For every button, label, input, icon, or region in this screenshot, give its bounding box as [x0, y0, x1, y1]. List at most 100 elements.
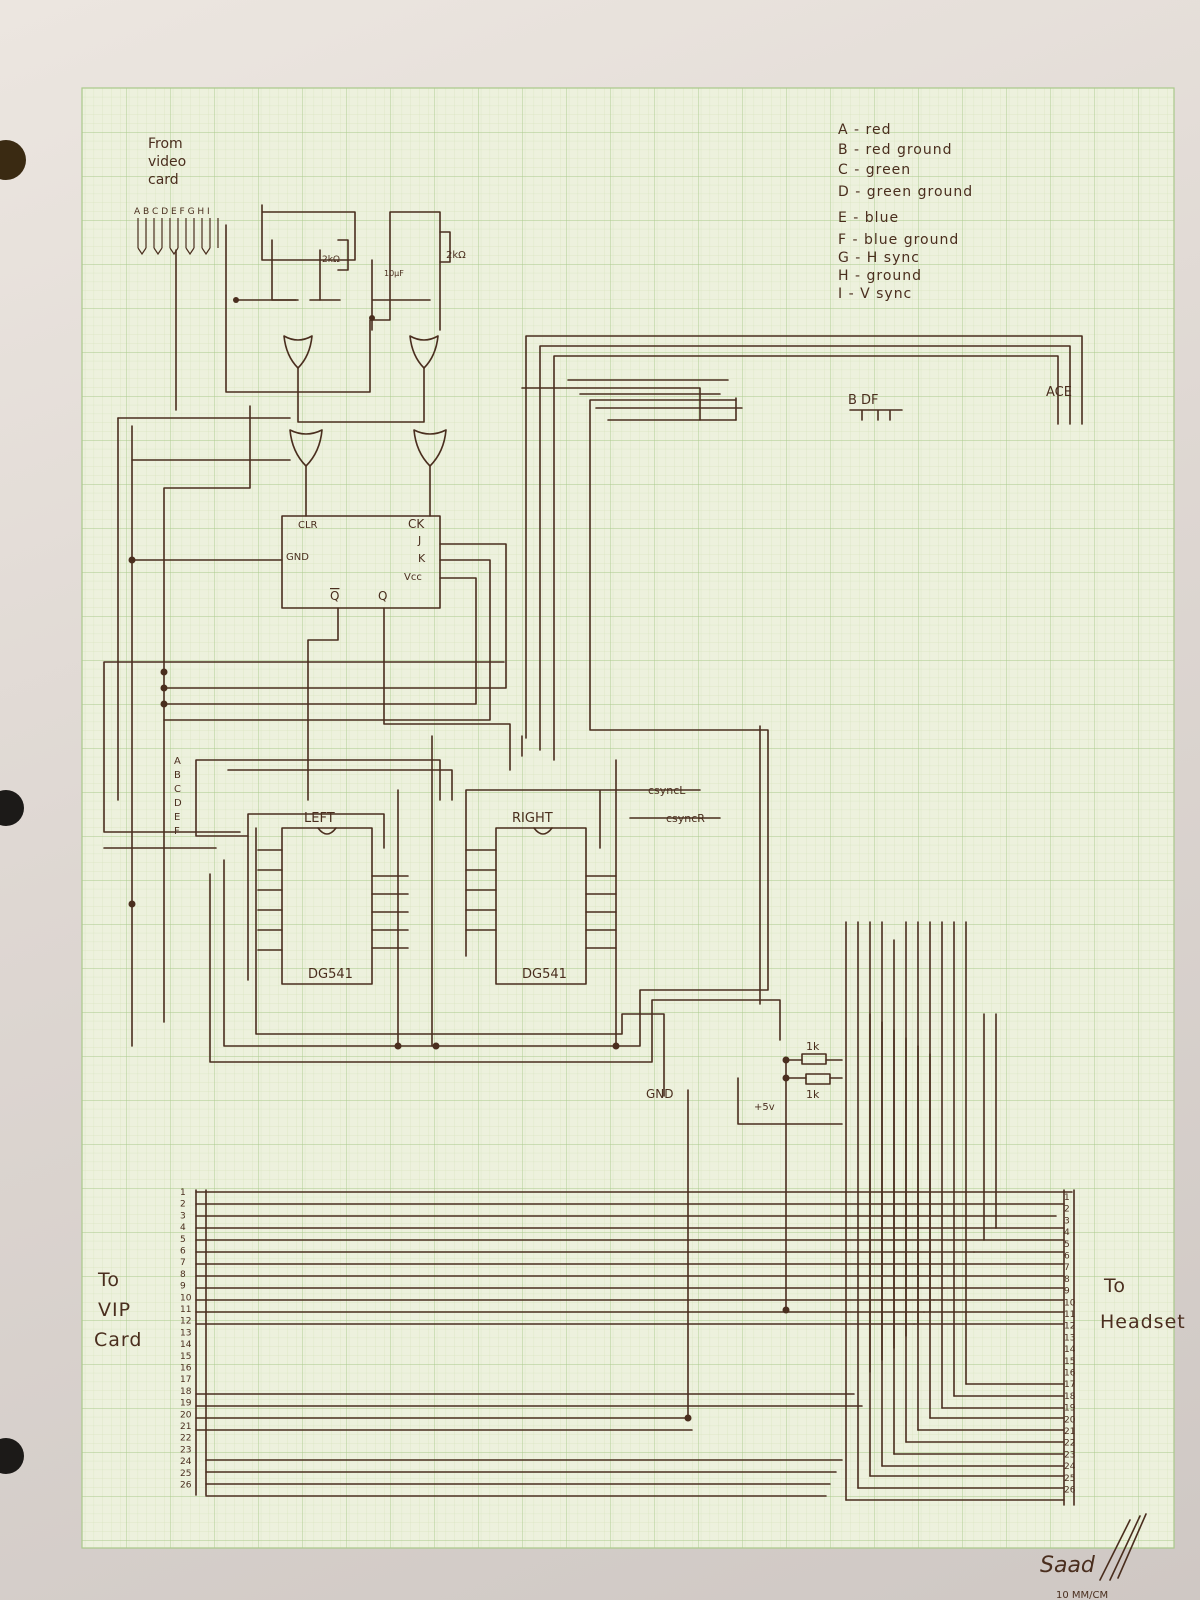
pin-number: 16 [1064, 1369, 1076, 1379]
abcdef-label: E [174, 812, 180, 823]
pin-number: 9 [180, 1282, 186, 1292]
pin-label-q: Q [378, 589, 387, 603]
label-line: video [148, 154, 186, 170]
pin-number: 22 [180, 1434, 191, 1444]
graph-grid [82, 88, 1174, 1548]
pin-number: 24 [1064, 1462, 1076, 1472]
pin-number: 14 [180, 1340, 192, 1350]
pin-number: 23 [180, 1445, 191, 1455]
pin-number: 17 [180, 1375, 191, 1385]
label-line: card [148, 172, 179, 188]
to-headset-line: Headset [1100, 1311, 1186, 1333]
pin-number: 3 [180, 1211, 186, 1221]
to-headset-line: To [1103, 1275, 1126, 1297]
pin-number: 16 [180, 1364, 192, 1374]
video-pin-letters: A B C D E F G H I [134, 207, 210, 217]
pin-number: 26 [180, 1481, 192, 1491]
pin-number: 15 [1064, 1357, 1075, 1367]
pin-number: 22 [1064, 1439, 1075, 1449]
pin-number: 26 [1064, 1486, 1076, 1496]
pin-number: 1 [180, 1188, 186, 1198]
capacitor-label: 10μF [384, 269, 404, 278]
signature-text: Saad [1040, 1553, 1096, 1578]
pin-number: 21 [180, 1422, 191, 1432]
pin-number: 7 [180, 1258, 186, 1268]
pin-number: 21 [1064, 1427, 1075, 1437]
legend-item: I - V sync [838, 286, 912, 302]
legend-item: B - red ground [838, 142, 953, 158]
binder-hole [0, 140, 26, 180]
resistor-label: 2kΩ [446, 250, 466, 261]
pin-number: 8 [1064, 1275, 1070, 1285]
connector-labels: To VIP Card To Headset [94, 1269, 1186, 1351]
pin-number: 4 [1064, 1228, 1070, 1238]
pin-number: 4 [180, 1223, 186, 1233]
legend: A - red B - red ground C - green D - gre… [838, 122, 973, 302]
abcdef-label: D [174, 798, 182, 809]
scale-note: 10 MM/CM [1056, 1590, 1108, 1600]
pin-number: 10 [1064, 1298, 1076, 1308]
pin-number: 13 [180, 1328, 191, 1338]
chip-part-left: DG541 [308, 967, 353, 982]
graph-border [81, 87, 1175, 1549]
pin-number: 14 [1064, 1345, 1076, 1355]
tap-mid-label: B DF [848, 393, 879, 408]
pin-number: 12 [180, 1317, 191, 1327]
pin-number: 10 [180, 1293, 192, 1303]
tap-right-label: ACE [1046, 385, 1072, 400]
pin-number: 24 [180, 1457, 192, 1467]
to-vip-line: VIP [98, 1299, 131, 1321]
abcdef-label: C [174, 784, 181, 795]
resistor-label: 2kΩ [322, 255, 340, 265]
pin-number: 17 [1064, 1380, 1075, 1390]
gnd-label: GND [646, 1087, 674, 1101]
chip-label-left: LEFT [304, 811, 335, 826]
signature: Saad [1040, 1513, 1147, 1581]
wiring [103, 204, 1083, 1506]
pin-number: 6 [1064, 1252, 1070, 1262]
abcdef-label: F [174, 826, 180, 837]
abcdef-label: A [174, 756, 181, 767]
pin-number: 6 [180, 1247, 186, 1257]
chip-part-right: DG541 [522, 967, 567, 982]
pin-number: 1 [1064, 1193, 1070, 1203]
pin-label-clr: CLR [298, 520, 318, 531]
plus5v-label: +5v [754, 1102, 775, 1113]
pin-number: 5 [1064, 1240, 1070, 1250]
to-vip-line: Card [94, 1329, 142, 1351]
pin-number: 11 [1064, 1310, 1075, 1320]
video-connector-pins [137, 218, 219, 256]
pin-label-j: J [417, 534, 421, 547]
legend-item: F - blue ground [838, 232, 959, 248]
to-vip-line: To [97, 1269, 120, 1291]
pin-number: 20 [1064, 1415, 1076, 1425]
pin-number: 23 [1064, 1450, 1075, 1460]
chip-label-right: RIGHT [512, 811, 553, 826]
legend-item: D - green ground [838, 184, 973, 200]
pin-label-gnd: GND [286, 552, 309, 563]
pin-number: 11 [180, 1305, 191, 1315]
pin-number: 19 [180, 1399, 192, 1409]
csync-left-label: csyncL [648, 784, 686, 797]
resistor-label: 1k [806, 1040, 820, 1053]
pin-number: 2 [1064, 1205, 1070, 1215]
pin-label-qbar: Q [330, 589, 339, 603]
pin-number: 12 [1064, 1322, 1075, 1332]
component-labels: 2kΩ 2kΩ 10μF CLR CK GND J K Vcc Q Q A B … [174, 250, 1072, 1113]
pin-number: 9 [1064, 1287, 1070, 1297]
pin-number: 2 [180, 1200, 186, 1210]
binder-hole [0, 1438, 24, 1474]
pin-number: 15 [180, 1352, 191, 1362]
pin-label-k: K [418, 552, 426, 565]
legend-item: G - H sync [838, 250, 920, 266]
from-video-card-label: From video card A B C D E F G H I [134, 136, 210, 217]
junction-dots [128, 297, 790, 1422]
pin-number: 25 [1064, 1474, 1075, 1484]
pin-number: 13 [1064, 1333, 1075, 1343]
legend-item: H - ground [838, 268, 922, 284]
pin-label-vcc: Vcc [404, 572, 422, 583]
pin-number: 5 [180, 1235, 186, 1245]
legend-item: E - blue [838, 210, 899, 226]
csync-right-label: csyncR [666, 812, 705, 825]
